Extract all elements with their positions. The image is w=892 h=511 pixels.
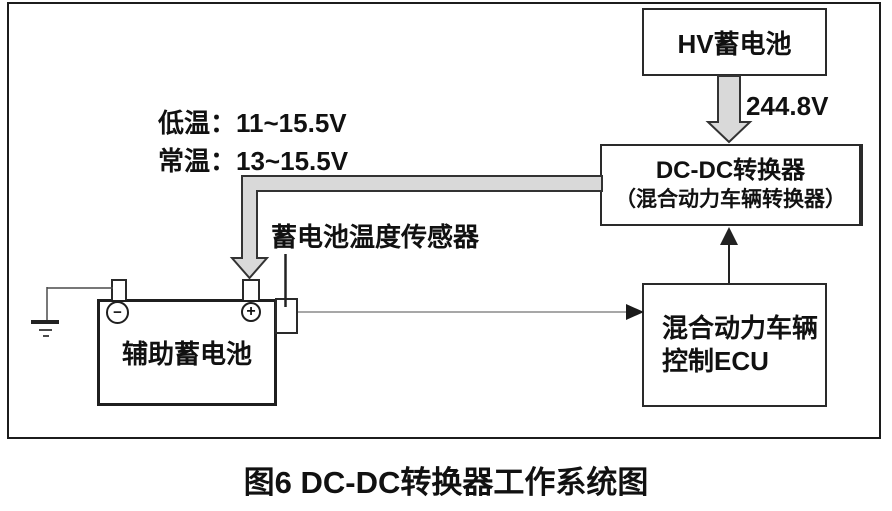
hybrid-control-ecu-box: 混合动力车辆 控制ECU xyxy=(642,283,827,407)
dcdc-converter-box: DC-DC转换器 （混合动力车辆转换器） xyxy=(600,144,863,226)
figure-caption: 图6 DC-DC转换器工作系统图 xyxy=(243,465,649,500)
dcdc-converter-label: DC-DC转换器 xyxy=(655,157,806,184)
minus-terminal-icon: − xyxy=(106,301,129,324)
normal-temp-voltage-note: 常温：13~15.5V xyxy=(158,146,349,176)
hv-voltage-label: 244.8V xyxy=(746,91,829,121)
hv-battery-label: HV蓄电池 xyxy=(677,28,792,59)
ecu-label-line1: 混合动力车辆 xyxy=(662,313,819,343)
low-temp-voltage-note: 低温：11~15.5V xyxy=(158,108,347,138)
ecu-label-line2: 控制ECU xyxy=(662,346,769,376)
voltage-range-notes: 低温：11~15.5V 常温：13~15.5V xyxy=(158,104,348,180)
aux-battery-label: 辅助蓄电池 xyxy=(121,339,252,369)
temp-sensor-label: 蓄电池温度传感器 xyxy=(271,222,480,252)
hv-battery-box: HV蓄电池 xyxy=(642,8,827,76)
plus-glyph: + xyxy=(246,303,256,320)
minus-glyph: − xyxy=(113,304,122,321)
plus-terminal-icon: + xyxy=(241,302,261,322)
dcdc-converter-sublabel: （混合动力车辆转换器） xyxy=(615,188,846,211)
battery-post-positive xyxy=(242,279,260,300)
temp-sensor-box xyxy=(275,298,298,334)
battery-post-negative xyxy=(111,279,127,300)
